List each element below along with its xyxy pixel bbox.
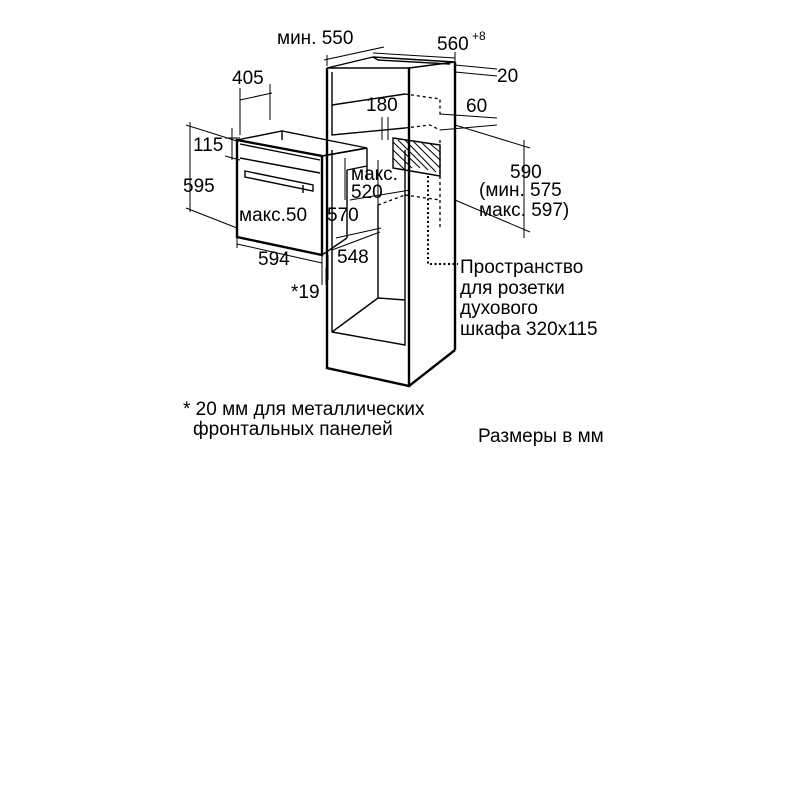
label-560-superscript: +8 [472, 29, 486, 43]
label-60: 60 [466, 96, 487, 117]
socket-space-box [392, 137, 441, 177]
label-560: 560 [437, 34, 469, 55]
socket-text-line-2: для розетки [460, 278, 565, 299]
label-19: *19 [291, 282, 320, 303]
socket-text-line-3: духового [460, 298, 538, 319]
label-570: 570 [327, 205, 359, 226]
socket-leader-line [427, 176, 458, 265]
label-20: 20 [497, 66, 518, 87]
socket-text-line-1: Пространство [460, 257, 583, 278]
label-max-50: макс.50 [239, 205, 307, 226]
label-590: 590 [510, 162, 542, 183]
socket-text-line-4: шкафа 320x115 [460, 319, 598, 340]
dimension-lines [185, 46, 531, 285]
cabinet [325, 56, 457, 388]
label-min-550: мин. 550 [277, 28, 353, 49]
cabinet-front-outline [325, 68, 411, 388]
footnote-line-1: * 20 мм для металлических [183, 399, 425, 420]
label-115: 115 [193, 135, 223, 156]
footnote-line-2: фронтальных панелей [193, 419, 393, 440]
label-max-520-value: 520 [351, 182, 383, 203]
label-180: 180 [366, 95, 398, 116]
units-note: Размеры в мм [478, 426, 604, 447]
label-max-520-word: макс. [351, 164, 398, 185]
label-548: 548 [337, 247, 369, 268]
label-405: 405 [232, 68, 264, 89]
label-590-min: (мин. 575 [479, 180, 562, 201]
label-590-max: макс. 597) [479, 200, 569, 221]
label-594: 594 [258, 249, 290, 270]
label-595: 595 [183, 176, 215, 197]
oven [235, 130, 368, 257]
